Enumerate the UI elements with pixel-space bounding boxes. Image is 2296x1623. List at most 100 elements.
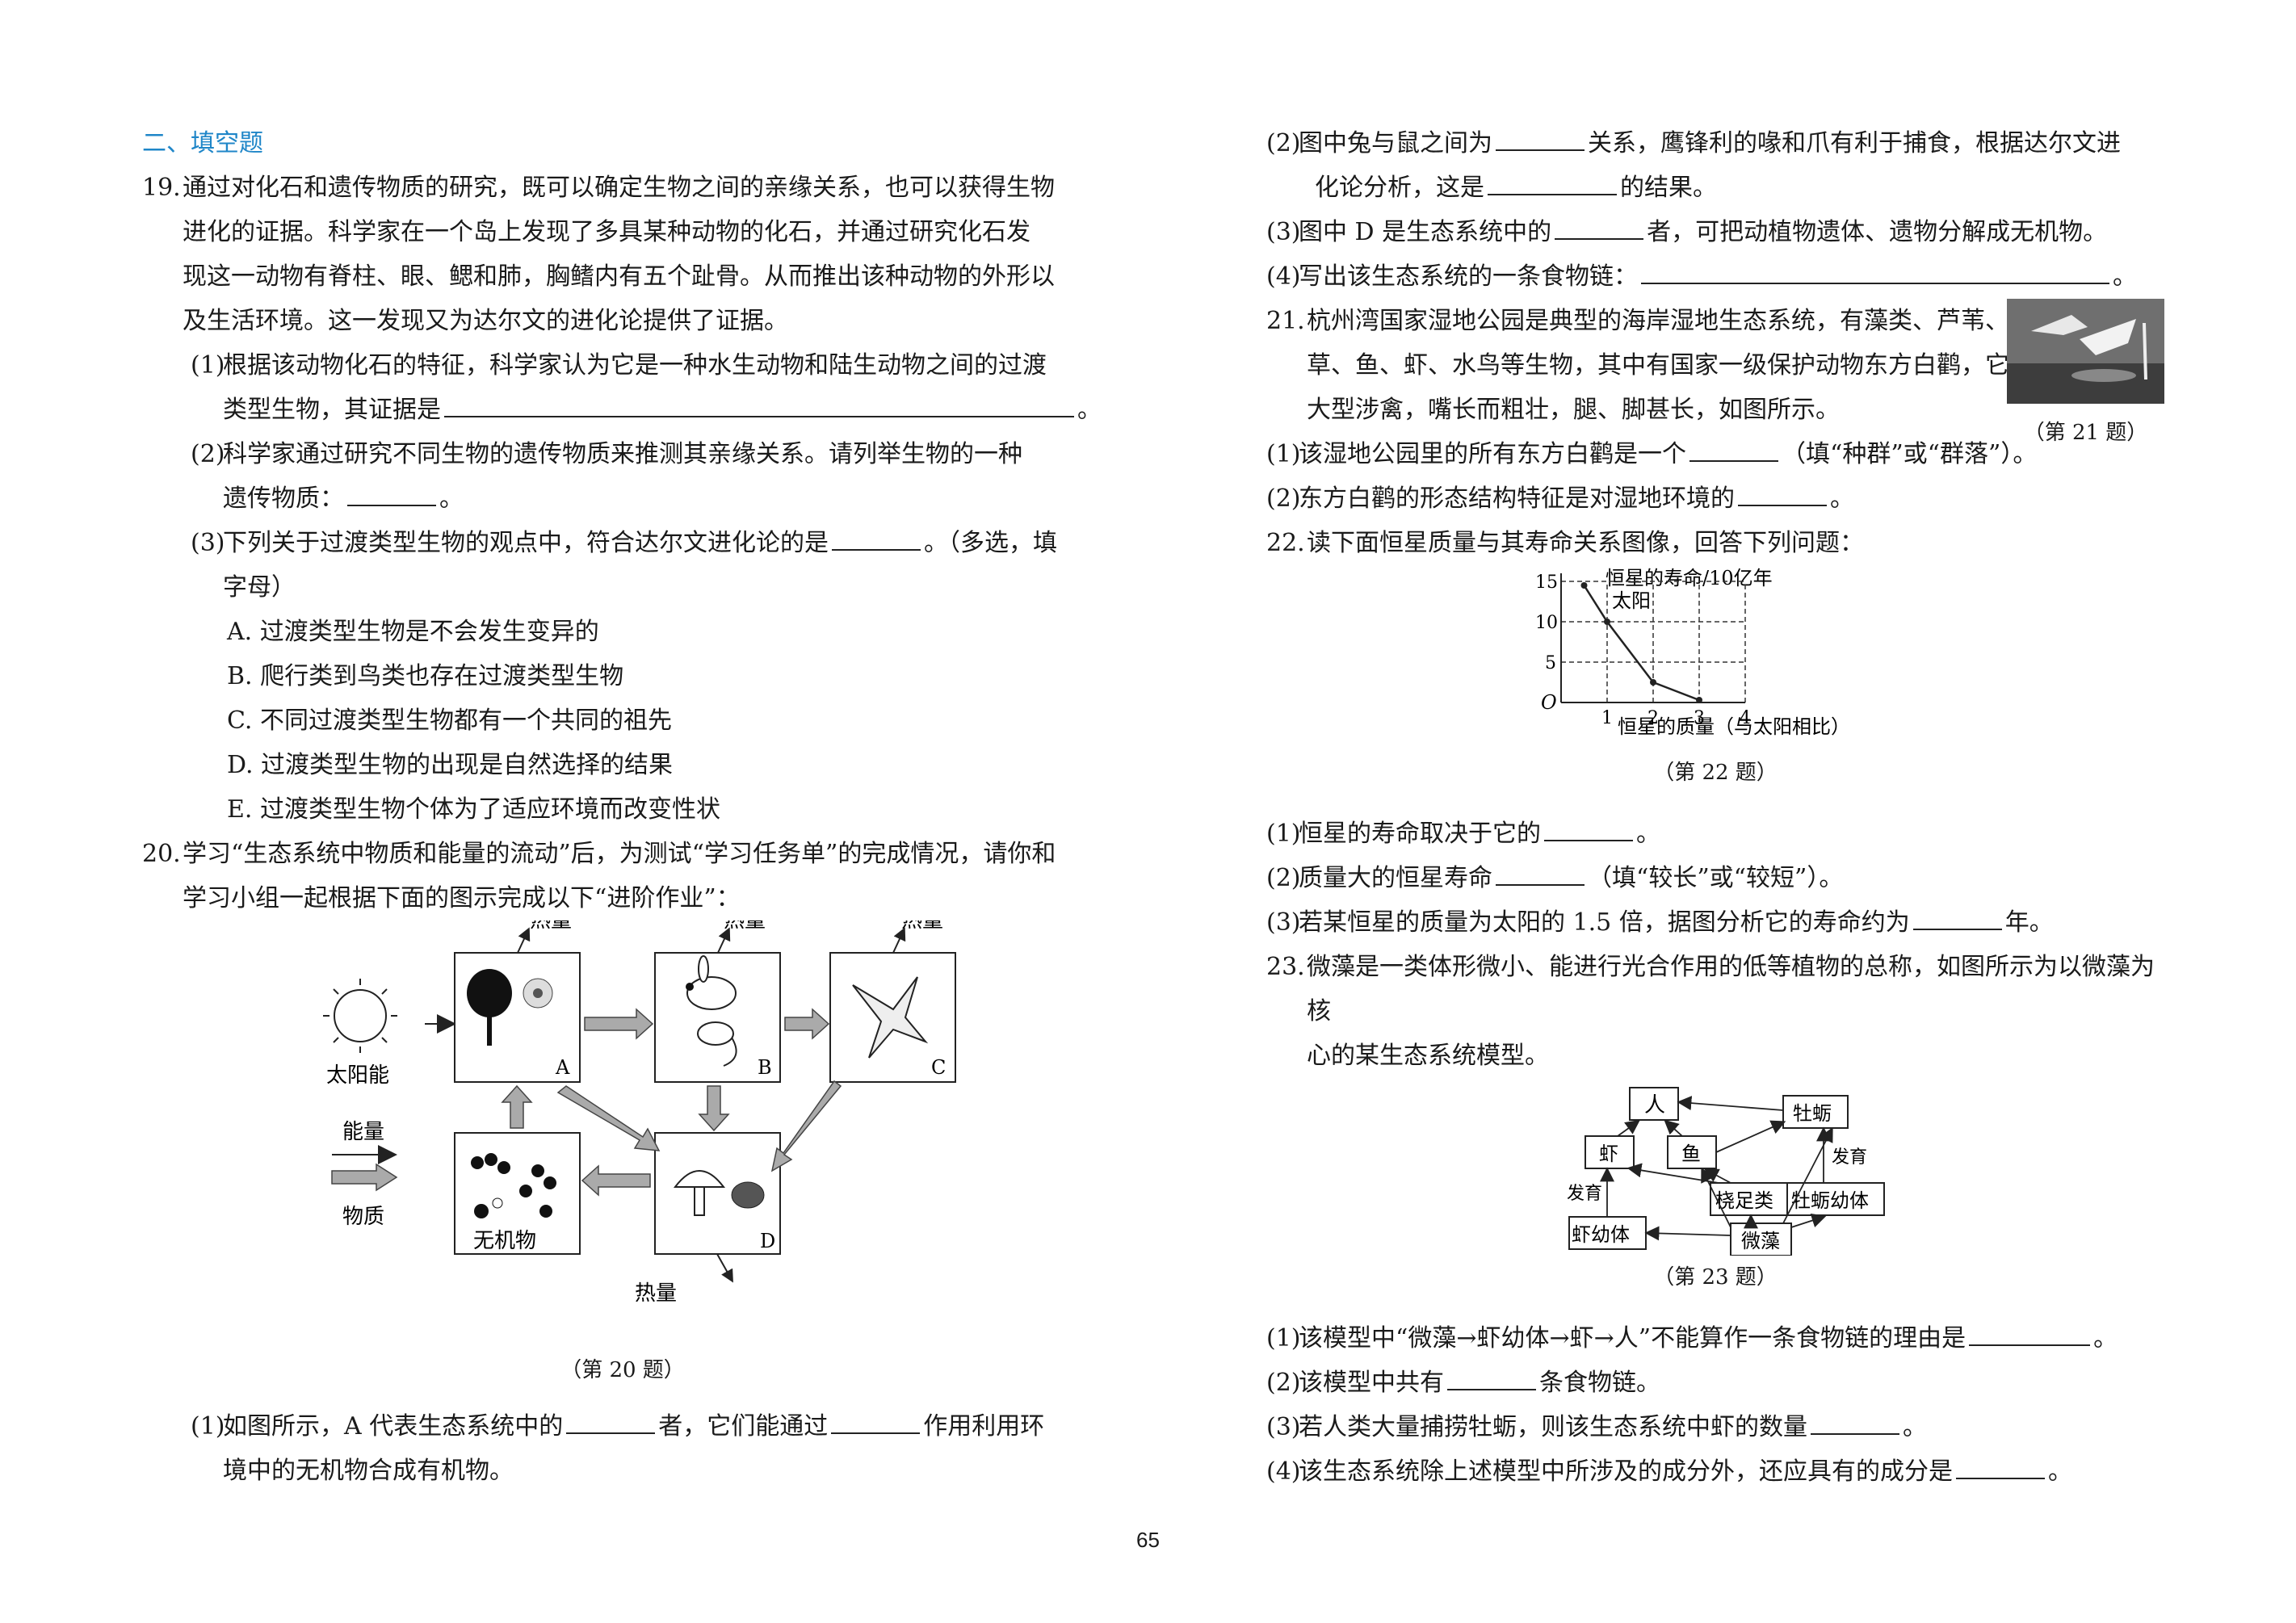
question-22-part-2: (2) 质量大的恒星寿命（填“较长”或“较短”）。 — [1266, 856, 2164, 900]
chart-origin: O — [1541, 691, 1557, 714]
answer-blank[interactable] — [1544, 816, 1633, 841]
answer-blank[interactable] — [1969, 1320, 2091, 1346]
matter-arrow-legend — [331, 1163, 398, 1192]
flower-icon — [523, 978, 553, 1009]
question-21-part-2: (2) 东方白鹳的形态结构特征是对湿地环境的。 — [1266, 476, 2164, 521]
food-web-diagram: 人 牡蛎 虾 鱼 桡足类 牡蛎幼体 虾幼体 微藻 发育 发育 — [1567, 1087, 1885, 1256]
option-e: E. 过渡类型生物个体为了适应环境而改变性状 — [227, 795, 720, 824]
answer-blank[interactable] — [1555, 214, 1644, 240]
question-22-part-3: (3) 若某恒星的质量为太阳的 1.5 倍，据图分析它的寿命约为年。 — [1266, 900, 2164, 945]
sun-icon — [323, 979, 397, 1053]
label-b: B — [758, 1056, 772, 1079]
section-title: 二、填空题 — [142, 129, 263, 157]
question-23-part-4: (4) 该生态系统除上述模型中所涉及的成分外，还应具有的成分是。 — [1266, 1449, 2164, 1494]
answer-blank[interactable] — [444, 392, 1074, 417]
answer-blank[interactable] — [832, 525, 921, 551]
mouse-icon — [697, 1021, 737, 1067]
option-b: B. 爬行类到鸟类也存在过渡类型生物 — [227, 662, 624, 690]
figure-20: 太阳能 能量 物质 A B C D 无机物 — [142, 908, 1103, 1357]
question-number: 19. — [142, 174, 181, 202]
question-23: 23. 微藻是一类体形微小、能进行光合作用的低等植物的总称，如图所示为以微藻为核… — [1266, 945, 2164, 1078]
question-20-part-4: (4) 写出该生态系统的一条食物链：。 — [1266, 254, 2164, 299]
chart-grid — [1561, 581, 1746, 702]
label-d: D — [760, 1230, 775, 1252]
node-oyster-larva: 牡蛎幼体 — [1791, 1189, 1869, 1212]
y-tick-label: 10 — [1535, 613, 1558, 633]
answer-blank[interactable] — [1912, 904, 2002, 930]
box-inorganic — [454, 1132, 581, 1255]
data-point — [1580, 582, 1588, 589]
matter-label: 物质 — [342, 1205, 384, 1229]
question-22-part-1: (1) 恒星的寿命取决于它的。 — [1266, 812, 2164, 856]
answer-blank[interactable] — [1738, 480, 1827, 506]
label-develop-oyster: 发育 — [1832, 1147, 1867, 1168]
chart-ticks: 1 2 3 4 5 10 15 — [1535, 572, 1751, 728]
question-number: 20. — [142, 840, 181, 868]
question-22: 22. 读下面恒星质量与其寿命关系图像，回答下列问题： — [1266, 521, 2164, 565]
y-tick-label: 15 — [1535, 572, 1558, 593]
question-number: 22. — [1266, 529, 1305, 557]
question-20-part-1: (1) 如图所示，A 代表生态系统中的者，它们能通过作用利用环 境中的无机物合成… — [142, 1404, 1103, 1493]
figure-21: （第 21 题） — [2007, 299, 2164, 447]
answer-blank[interactable] — [566, 1408, 656, 1434]
answer-blank[interactable] — [1689, 436, 1778, 462]
figure-21-caption: （第 21 题） — [2023, 421, 2148, 445]
figure-20-caption: （第 20 题） — [560, 1358, 685, 1382]
option-c: C. 不同过渡类型生物都有一个共同的祖先 — [227, 707, 672, 735]
question-19-part-2: (2) 科学家通过研究不同生物的遗传物质来推测其亲缘关系。请列举生物的一种 遗传… — [191, 440, 1022, 513]
page-number: 65 — [1136, 1528, 1160, 1552]
heat-label-b: 热量 — [724, 921, 766, 933]
answer-blank[interactable] — [1956, 1453, 2045, 1479]
label-develop-shrimp: 发育 — [1567, 1184, 1602, 1204]
energy-label: 能量 — [342, 1120, 384, 1144]
y-tick-label: 5 — [1545, 653, 1556, 673]
data-point — [1696, 697, 1702, 703]
stork-photo — [2007, 299, 2164, 404]
x-tick-label: 4 — [1740, 708, 1751, 728]
answer-blank[interactable] — [347, 480, 436, 506]
question-19-part-1: (1) 根据该动物化石的特征，科学家认为它是一种水生动物和陆生动物之间的过渡 类… — [191, 351, 1102, 424]
question-23-part-2: (2) 该模型中共有条食物链。 — [1266, 1361, 2164, 1405]
node-human: 人 — [1644, 1093, 1665, 1118]
figure-23: 人 牡蛎 虾 鱼 桡足类 牡蛎幼体 虾幼体 微藻 发育 发育 — [1266, 1078, 2164, 1256]
x-tick-label: 2 — [1647, 708, 1659, 728]
answer-blank[interactable] — [1496, 860, 1585, 886]
answer-blank[interactable] — [1496, 125, 1585, 151]
heat-label-a: 热量 — [530, 921, 572, 933]
answer-blank[interactable] — [1811, 1409, 1899, 1435]
question-23-part-1: (1) 该模型中“微藻→虾幼体→虾→人”不能算作一条食物链的理由是。 — [1266, 1316, 2164, 1361]
answer-blank[interactable] — [1447, 1365, 1536, 1390]
data-point — [1604, 619, 1610, 625]
option-a: A. 过渡类型生物是不会发生变异的 — [227, 618, 599, 646]
node-copepod: 桡足类 — [1715, 1189, 1773, 1212]
chart-series — [1580, 582, 1702, 703]
answer-blank[interactable] — [1488, 170, 1617, 195]
question-19-part-3: (3) 下列关于过渡类型生物的观点中，符合达尔文进化论的是。（多选，填 字母） — [142, 521, 1103, 610]
label-c: C — [931, 1056, 946, 1079]
chart-xlabel: 恒星的质量（与太阳相比） — [1618, 715, 1850, 738]
tree-icon — [467, 969, 512, 1046]
question-19: 19. 通过对化石和遗传物质的研究，既可以确定生物之间的亲缘关系，也可以获得生物… — [142, 166, 1103, 343]
answer-blank[interactable] — [1641, 258, 2109, 284]
rabbit-icon — [686, 955, 737, 1010]
question-20-part-2: (2) 图中兔与鼠之间为关系，鹰锋利的喙和爪有利于捕食，根据达尔文进 化论分析，… — [1266, 121, 2164, 210]
data-point — [1650, 679, 1656, 686]
x-tick-label: 3 — [1694, 708, 1705, 728]
x-tick-label: 1 — [1601, 708, 1613, 728]
heat-label-d: 热量 — [635, 1281, 677, 1306]
chart-axes — [1560, 573, 1745, 703]
question-number: 21. — [1266, 307, 1305, 335]
node-shrimp: 虾 — [1599, 1143, 1618, 1165]
eagle-icon — [852, 976, 929, 1059]
figure-22-caption: （第 22 题） — [1653, 761, 1778, 785]
node-shrimp-larva: 虾幼体 — [1572, 1223, 1630, 1246]
right-column: (2) 图中兔与鼠之间为关系，鹰锋利的喙和爪有利于捕食，根据达尔文进 化论分析，… — [1266, 121, 2164, 1494]
answer-blank[interactable] — [831, 1408, 921, 1434]
option-d: D. 过渡类型生物的出现是自然选择的结果 — [227, 751, 674, 779]
series-line — [1583, 585, 1700, 702]
heat-label-c: 热量 — [901, 921, 943, 933]
left-column: 二、填空题 19. 通过对化石和遗传物质的研究，既可以确定生物之间的亲缘关系，也… — [142, 121, 1103, 1493]
question-20: 20. 学习“生态系统中物质和能量的流动”后，为测试“学习任务单”的完成情况，请… — [142, 832, 1103, 921]
chart-ylabel: 恒星的寿命/10亿年 — [1606, 567, 1773, 589]
sun-label: 太阳能 — [326, 1063, 389, 1088]
